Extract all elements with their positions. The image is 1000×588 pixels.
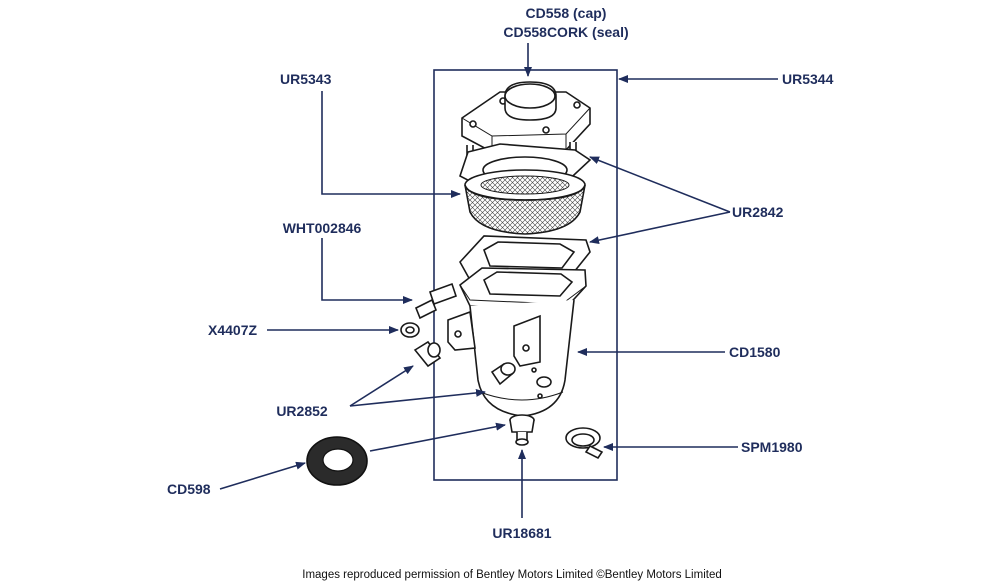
leader-gasket-lower	[589, 211, 731, 245]
mesh-filter	[464, 169, 586, 235]
leader-sealing-ring-lead	[219, 461, 306, 490]
label-drain-plug[interactable]: UR18681	[492, 525, 551, 541]
bolt	[414, 282, 458, 320]
label-filter-element[interactable]: UR5343	[280, 71, 332, 87]
leader-lines	[219, 43, 778, 518]
label-bush[interactable]: UR2852	[276, 403, 328, 419]
hose-clip	[565, 427, 604, 460]
filter-assembly-drawing	[306, 81, 604, 486]
leader-gasket-upper	[589, 156, 731, 213]
leader-sealing-to-plug	[369, 422, 506, 452]
label-cap[interactable]: CD558 (cap)	[526, 5, 607, 21]
label-body[interactable]: CD1580	[729, 344, 781, 360]
leader-bush-left	[349, 365, 414, 407]
sealing-ring	[306, 436, 368, 486]
cap-plate	[461, 91, 591, 153]
label-bolt[interactable]: WHT002846	[283, 220, 362, 236]
label-cap-seal[interactable]: CD558CORK (seal)	[503, 24, 628, 40]
body-bowl	[447, 299, 575, 424]
label-sealing-ring[interactable]: CD598	[167, 481, 211, 497]
leader-filter-element	[321, 91, 461, 198]
cap-dome	[504, 81, 557, 121]
labels: CD558 (cap) CD558CORK (seal) UR5344 UR53…	[167, 5, 834, 541]
leader-bolt	[321, 238, 413, 304]
label-washer[interactable]: X4407Z	[208, 322, 257, 338]
label-assembly[interactable]: UR5344	[782, 71, 834, 87]
washer	[400, 322, 420, 338]
credit-text: Images reproduced permission of Bentley …	[302, 569, 721, 581]
label-gasket[interactable]: UR2842	[732, 204, 784, 220]
leader-bush-right	[349, 388, 486, 407]
drain-plug	[509, 414, 535, 446]
bush	[413, 340, 442, 368]
label-clip[interactable]: SPM1980	[741, 439, 803, 455]
